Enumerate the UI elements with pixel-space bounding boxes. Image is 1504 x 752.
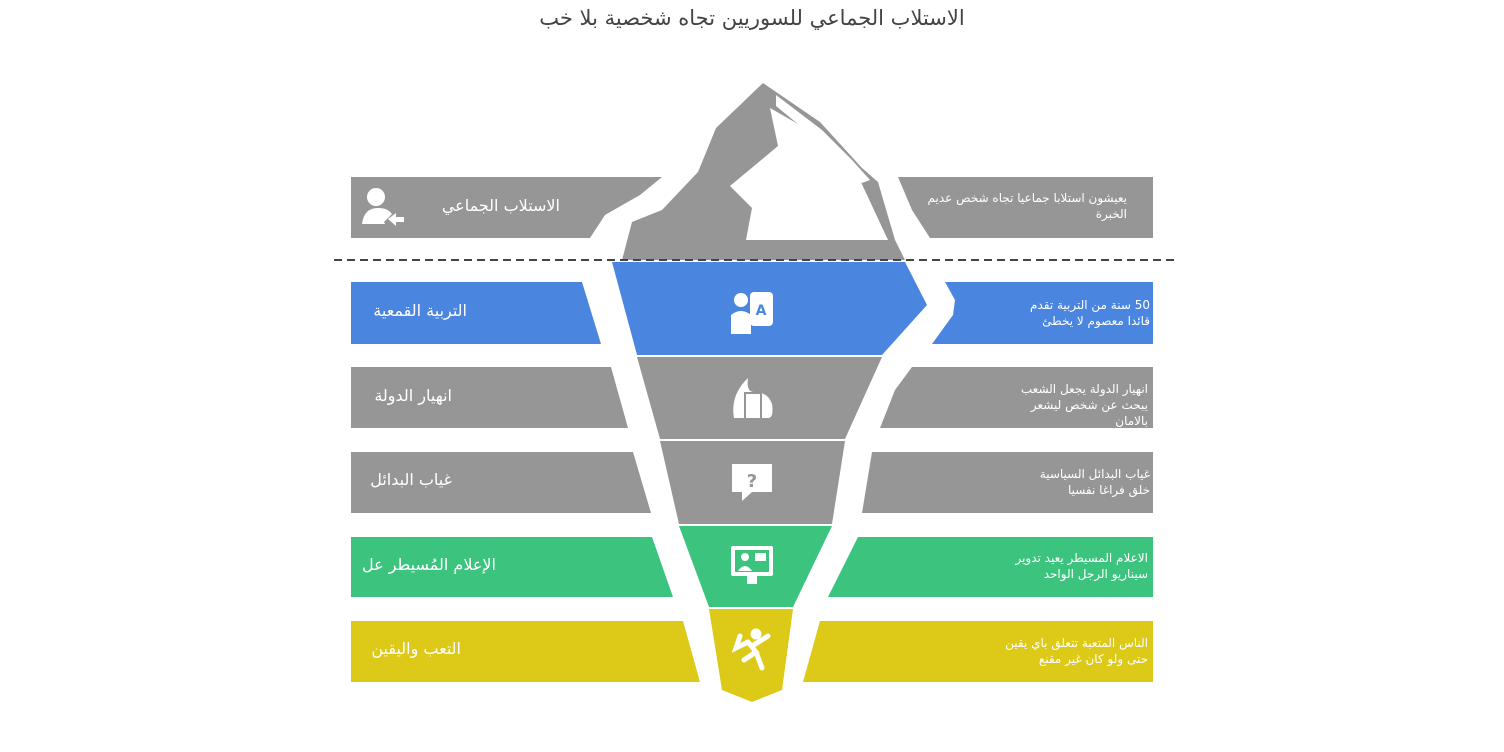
svg-text:?: ? <box>747 471 757 492</box>
row-description-0: يعيشون استلابا جماعيا تجاه شخص عديم الخب… <box>927 191 1127 221</box>
right-bar-3 <box>862 452 1153 513</box>
climbing-person-icon <box>731 628 771 671</box>
right-bar-0 <box>898 177 1153 238</box>
iceberg-snow <box>730 108 888 240</box>
question-bubble-icon: ? <box>732 464 772 501</box>
user-arrow-icon <box>362 188 404 226</box>
row-description-3: غياب البدائل السياسية خلق فراغا نفسيا <box>1039 467 1150 497</box>
row-label-2: انهيار الدولة <box>374 386 452 405</box>
right-bar-4 <box>828 537 1153 597</box>
teacher-board-icon: A <box>731 292 773 334</box>
left-bar-3 <box>351 452 651 513</box>
svg-text:A: A <box>756 303 767 319</box>
left-bar-5 <box>351 621 700 682</box>
row-description-4: الاعلام المسيطر يعيد تدوير سيناريو الرجل… <box>1015 551 1148 581</box>
right-bar-5 <box>803 621 1153 682</box>
page-title: الاستلاب الجماعي للسوريين تجاه شخصية بلا… <box>539 6 965 30</box>
presentation-screen-icon <box>731 546 773 584</box>
left-bar-4 <box>351 537 673 597</box>
row-label-5: التعب واليقين <box>371 639 461 658</box>
burning-building-icon <box>733 378 773 418</box>
left-bar-0 <box>351 177 662 238</box>
left-bar-1 <box>351 282 601 344</box>
row-description-1: 50 سنة من التربية تقدم قائدا معصوم لا يخ… <box>1030 298 1150 328</box>
row-label-3: غياب البدائل <box>370 470 452 489</box>
row-label-4: الإعلام المُسيطر عل <box>361 555 496 574</box>
snow-edge <box>776 95 870 183</box>
right-bar-1 <box>932 282 1153 344</box>
row-label-0: الاستلاب الجماعي <box>441 196 560 215</box>
row-label-1: التربية القمعية <box>373 301 467 320</box>
row-description-5: الناس المتعبة تتعلق باي يقين حتى ولو كان… <box>1005 636 1148 666</box>
right-bar-2 <box>880 367 1153 428</box>
left-bar-2 <box>351 367 628 428</box>
row-description-2: انهيار الدولة يجعل الشعب يبحث عن شخص ليش… <box>1020 382 1148 428</box>
